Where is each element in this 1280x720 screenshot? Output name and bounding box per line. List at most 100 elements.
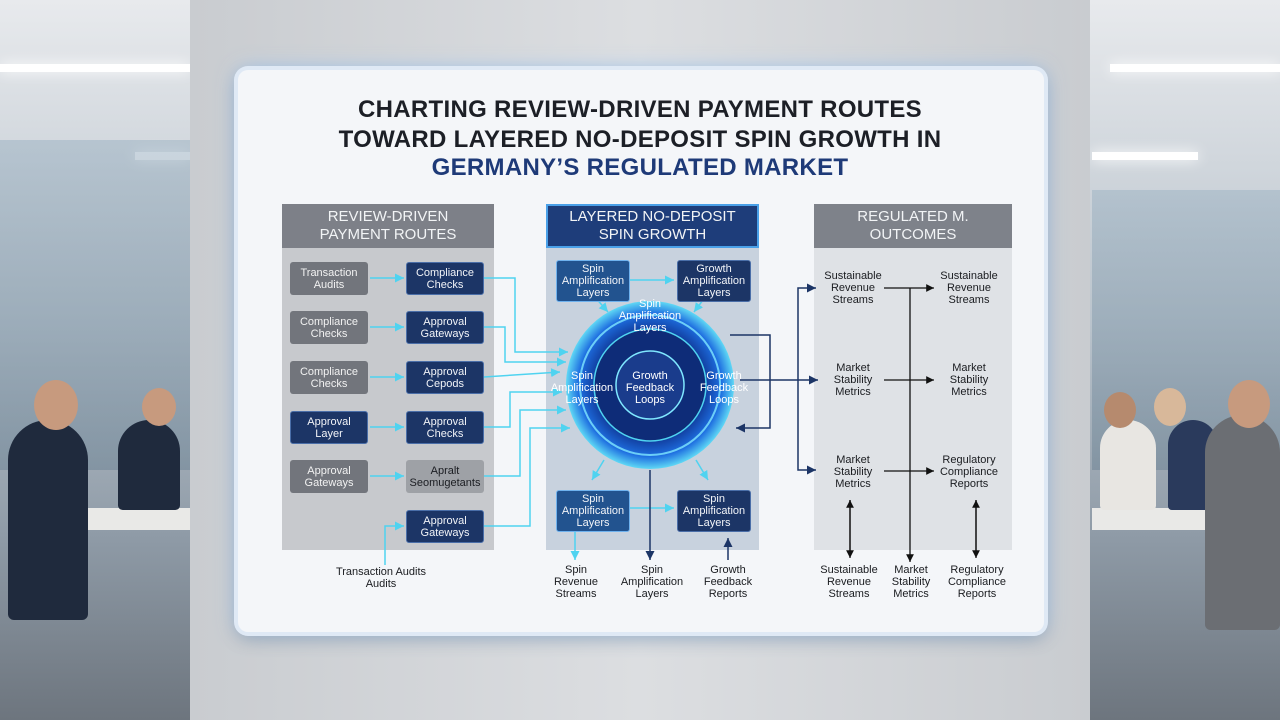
label-line: Transaction Audits — [335, 566, 427, 578]
box-line: Apralt — [430, 464, 460, 477]
box-line: Amplification — [682, 275, 746, 287]
header-line: OUTCOMES — [869, 226, 957, 243]
box-line: Spin — [702, 493, 725, 505]
box-line: Spin — [581, 493, 604, 505]
label-line: Growth — [710, 564, 746, 576]
label-line: Amplification — [550, 382, 614, 394]
box-line: Approval — [307, 464, 351, 477]
box-line: Checks — [310, 377, 348, 390]
label-line: Sustainable — [940, 270, 998, 282]
box-line: Amplification — [561, 275, 625, 287]
office-person — [8, 420, 88, 620]
office-person — [1100, 420, 1156, 510]
label-line: Spin — [640, 564, 664, 576]
label-line: Spin — [638, 298, 662, 310]
label-line: Layers — [633, 322, 667, 334]
label-line: Metrics — [835, 386, 871, 398]
box-line: Checks — [310, 327, 348, 340]
label-line: Stability — [833, 466, 873, 478]
label-line: Streams — [948, 294, 990, 306]
box-line: Approval — [423, 415, 467, 428]
label-line: Compliance — [939, 466, 999, 478]
box-line: Layer — [315, 427, 343, 440]
header-line: REVIEW-DRIVEN — [327, 208, 449, 225]
label-line: Layers — [565, 394, 599, 406]
label-line: Growth — [632, 370, 668, 382]
office-person-head — [142, 388, 176, 426]
label-line: Market — [952, 362, 986, 374]
box-line: Gateways — [420, 327, 470, 340]
outcomes-header: REGULATED M.OUTCOMES — [814, 204, 1012, 248]
label-line: Metrics — [951, 386, 987, 398]
label-line: Stability — [833, 374, 873, 386]
ceiling-light — [0, 64, 190, 72]
office-person-head — [1228, 380, 1270, 428]
label-line: Streams — [555, 588, 597, 600]
left-arrows — [370, 273, 404, 481]
label-line: Market — [836, 362, 870, 374]
header-line: REGULATED M. — [857, 208, 969, 225]
label-line: Sustainable — [824, 270, 882, 282]
label-line: Revenue — [946, 282, 992, 294]
box-line: Transaction — [300, 266, 358, 279]
label-line: Stability — [891, 576, 931, 588]
box-line: Layers — [697, 517, 731, 529]
label-line: Feedback — [703, 576, 753, 588]
box-line: Approval — [423, 315, 467, 328]
box-line: Gateways — [304, 476, 354, 489]
label-line: Regulatory — [950, 564, 1004, 576]
label-line: Metrics — [893, 588, 929, 600]
label-line: Revenue — [553, 576, 599, 588]
label-line: Reports — [949, 478, 989, 490]
box-line: Approval — [423, 514, 467, 527]
label-line: Spin — [570, 370, 594, 382]
box-line: Compliance — [299, 365, 359, 378]
label-line: Regulatory — [942, 454, 996, 466]
box-line: Compliance — [299, 315, 359, 328]
outcomes-panel — [814, 204, 1012, 550]
office-person-head — [1154, 388, 1186, 426]
header-line: SPIN GROWTH — [598, 226, 707, 243]
header-line: PAYMENT ROUTES — [319, 226, 457, 243]
label-line: Amplification — [618, 310, 682, 322]
box-line: Amplification — [682, 505, 746, 517]
office-person-head — [1104, 392, 1136, 428]
ceiling-light — [1110, 64, 1280, 72]
box-line: Layers — [576, 517, 610, 529]
label-line: Loops — [635, 394, 665, 406]
box-line: Audits — [313, 278, 345, 291]
box-line: Layers — [576, 287, 610, 299]
label-line: Sustainable — [820, 564, 878, 576]
title-line-2: TOWARD LAYERED NO-DEPOSIT SPIN GROWTH IN — [338, 126, 942, 153]
title-line-3: GERMANY’S REGULATED MARKET — [431, 154, 849, 181]
box-line: Checks — [426, 278, 464, 291]
label-line: Spin — [564, 564, 588, 576]
